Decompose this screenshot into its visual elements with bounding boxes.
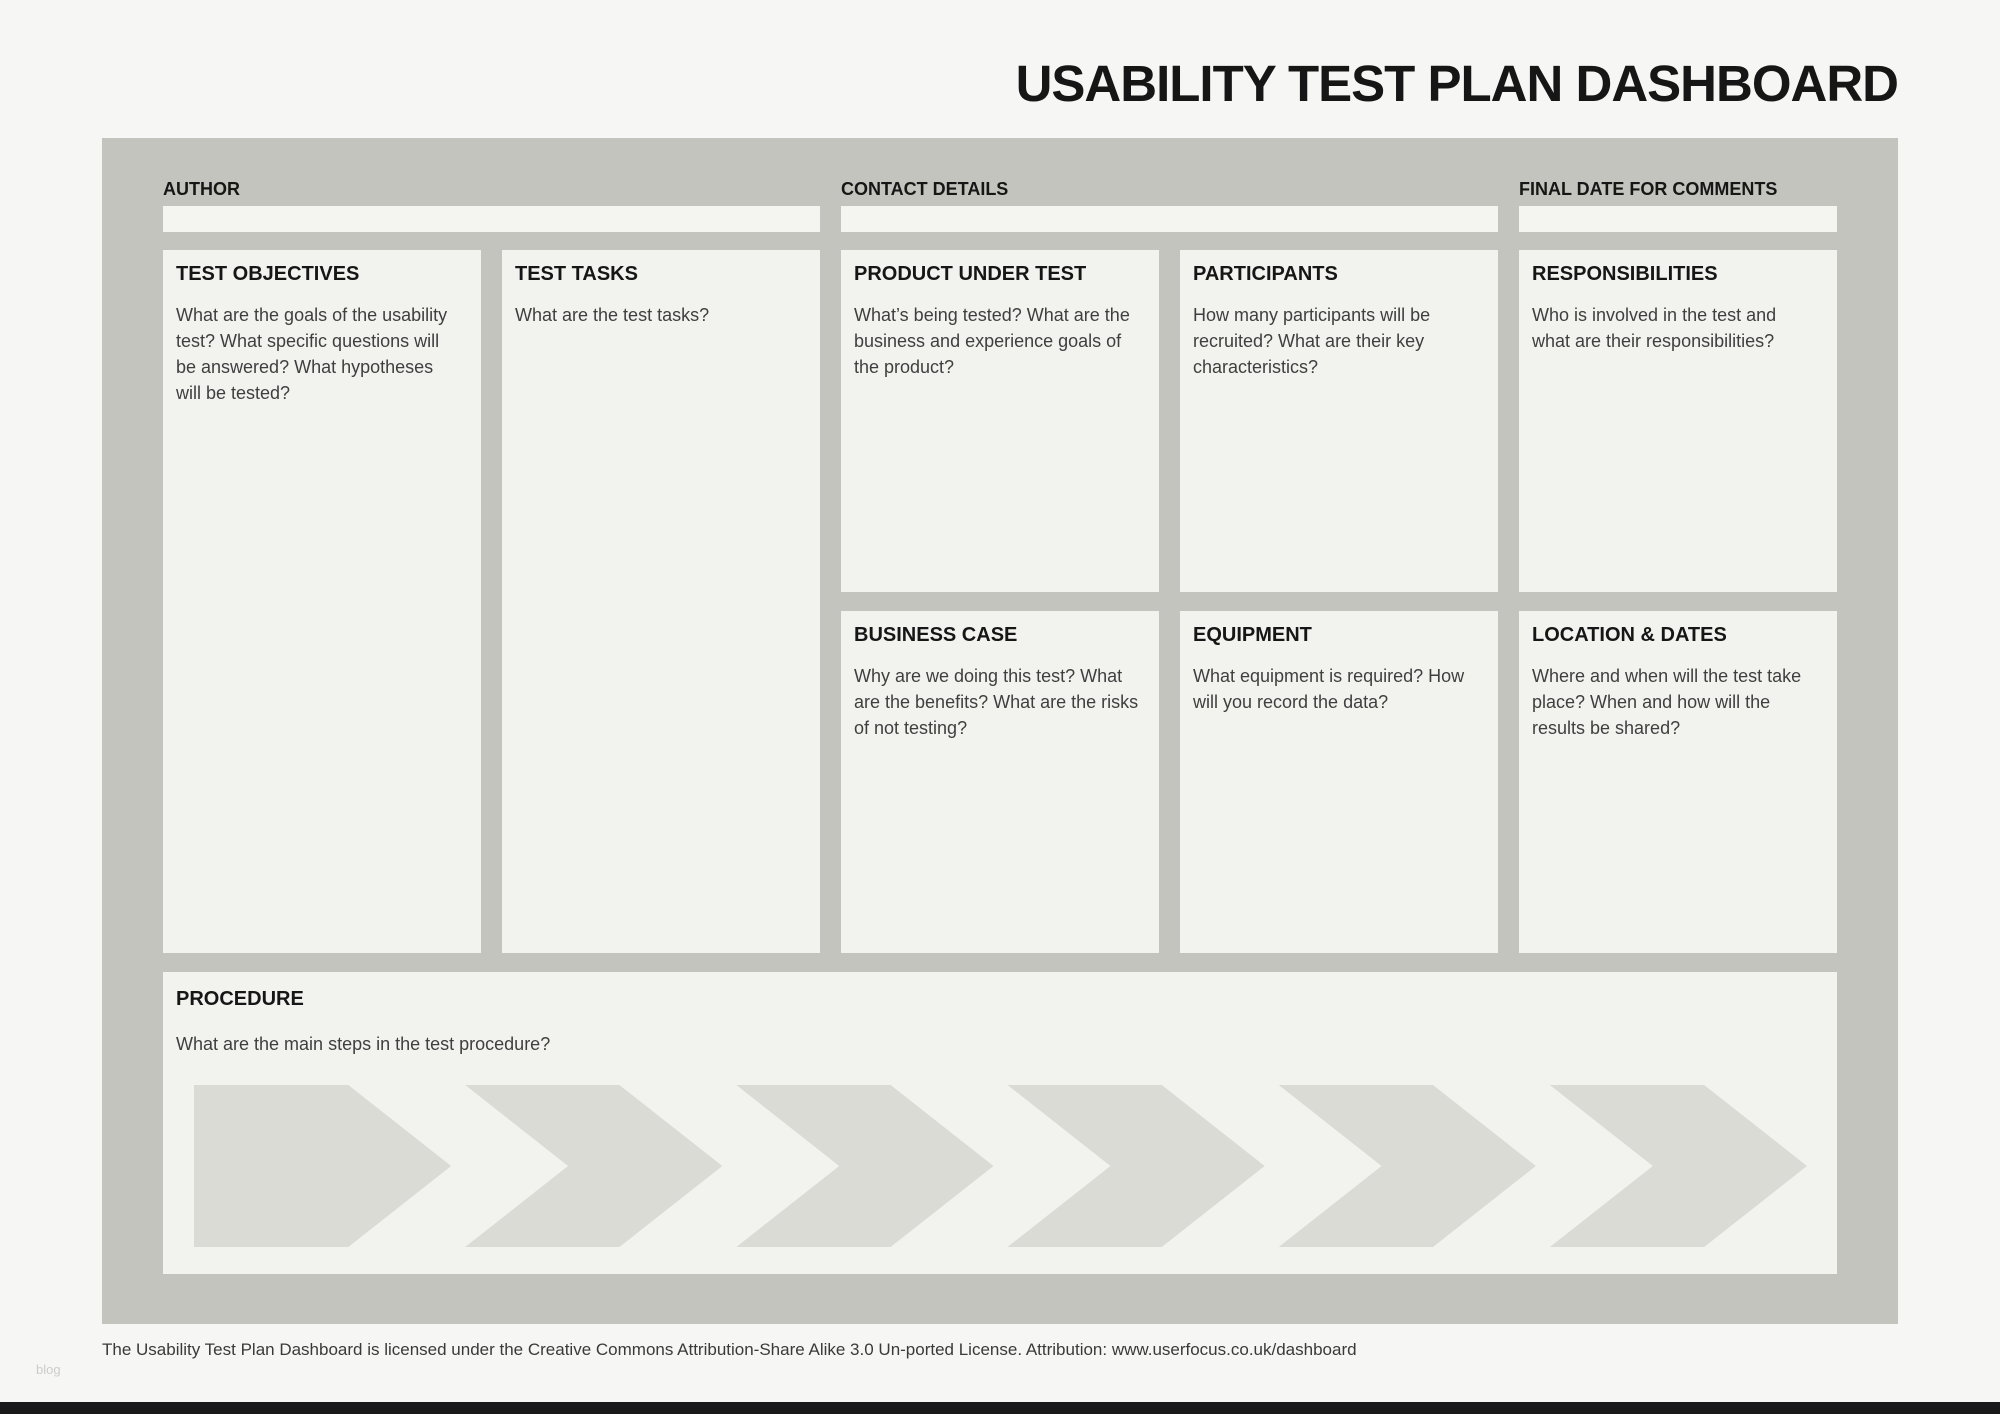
dashboard-board: AUTHOR CONTACT DETAILS FINAL DATE FOR CO… <box>102 138 1898 1324</box>
card-body: Where and when will the test take place?… <box>1532 666 1802 738</box>
chevron-arrow-icon <box>194 1085 452 1247</box>
chevron-arrow-icon <box>1007 1085 1265 1247</box>
contact-details-field: CONTACT DETAILS <box>841 178 1498 232</box>
card-product-under-test: PRODUCT UNDER TEST What’s being tested? … <box>841 250 1159 592</box>
card-heading: EQUIPMENT <box>1193 624 1312 646</box>
chevron-arrow-icon <box>1549 1085 1808 1247</box>
card-heading: PRODUCT UNDER TEST <box>854 263 1087 285</box>
final-date-input[interactable] <box>1519 206 1837 232</box>
card-body: What equipment is required? How will you… <box>1193 666 1465 712</box>
author-label: AUTHOR <box>163 179 240 199</box>
card-body: What are the goals of the usability test… <box>176 305 448 403</box>
card-body: Why are we doing this test? What are the… <box>854 666 1139 738</box>
card-procedure: PROCEDURE What are the main steps in the… <box>163 972 1837 1274</box>
card-heading: RESPONSIBILITIES <box>1532 263 1718 285</box>
card-equipment: EQUIPMENT What equipment is required? Ho… <box>1180 611 1498 953</box>
card-business-case: BUSINESS CASE Why are we doing this test… <box>841 611 1159 953</box>
card-body: What are the test tasks? <box>515 305 710 325</box>
final-date-field: FINAL DATE FOR COMMENTS <box>1519 178 1837 232</box>
card-test-tasks: TEST TASKS What are the test tasks? <box>502 250 820 953</box>
page-bottom-edge <box>0 1402 2000 1414</box>
procedure-steps-row <box>194 1085 1808 1247</box>
fields-row: AUTHOR CONTACT DETAILS FINAL DATE FOR CO… <box>163 178 1837 232</box>
author-field: AUTHOR <box>163 178 820 232</box>
license-text: The Usability Test Plan Dashboard is lic… <box>102 1340 1357 1359</box>
author-input[interactable] <box>163 206 820 232</box>
cards-grid: PRODUCT UNDER TEST What’s being tested? … <box>163 250 1837 953</box>
card-participants: PARTICIPANTS How many participants will … <box>1180 250 1498 592</box>
card-responsibilities: RESPONSIBILITIES Who is involved in the … <box>1519 250 1837 592</box>
contact-details-label: CONTACT DETAILS <box>841 179 1009 199</box>
final-date-label: FINAL DATE FOR COMMENTS <box>1519 179 1778 199</box>
chevron-arrow-icon <box>465 1085 723 1247</box>
chevron-arrow-icon <box>1278 1085 1536 1247</box>
card-heading: LOCATION & DATES <box>1532 624 1727 646</box>
chevron-arrow-icon <box>736 1085 994 1247</box>
card-body: What are the main steps in the test proc… <box>176 1034 551 1054</box>
card-test-objectives: TEST OBJECTIVES What are the goals of th… <box>163 250 481 953</box>
card-heading: PARTICIPANTS <box>1193 263 1338 285</box>
watermark-text: blog <box>36 1362 61 1377</box>
card-heading: TEST OBJECTIVES <box>176 263 360 285</box>
card-heading: BUSINESS CASE <box>854 624 1018 646</box>
card-body: Who is involved in the test and what are… <box>1532 305 1777 351</box>
contact-details-input[interactable] <box>841 206 1498 232</box>
page-title: USABILITY TEST PLAN DASHBOARD <box>1015 55 1899 112</box>
card-heading: PROCEDURE <box>176 988 304 1010</box>
card-body: How many participants will be recruited?… <box>1193 305 1431 377</box>
card-location-and-dates: LOCATION & DATES Where and when will the… <box>1519 611 1837 953</box>
card-body: What’s being tested? What are the busine… <box>854 305 1130 377</box>
card-heading: TEST TASKS <box>515 263 638 285</box>
